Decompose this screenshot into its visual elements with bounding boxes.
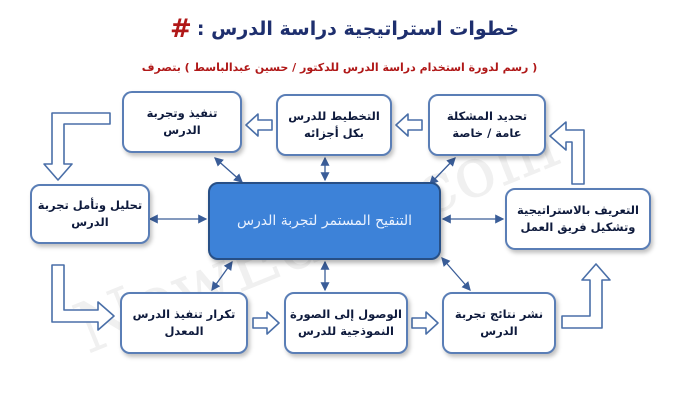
step-implement-lesson: تنفيذ وتجربة الدرس [122,91,242,153]
flow-arrow-implement-to-analyze [43,112,111,181]
center-continuous-refinement: التنقيح المستمر لتجربة الدرس [208,182,441,260]
step-introduce-strategy: التعريف بالاستراتيجية وتشكيل فريق العمل [505,188,651,250]
flow-arrow-planning-to-implement [245,113,273,137]
connector-publish-center [441,257,471,291]
page-subtitle: ( رسم لدورة استخدام دراسة الدرس للدكتور … [141,61,538,74]
hash-mark: # [170,14,192,44]
page-title: خطوات استراتيجية دراسة الدرس : [196,18,519,40]
step-publish-results: نشر نتائج تجربة الدرس [442,292,556,354]
flow-arrow-publish-to-introduce [561,263,611,329]
flow-arrow-repeat-to-model [252,311,280,335]
flow-arrow-analyze-to-repeat [51,264,115,331]
connector-implement-center [214,157,243,183]
step-identify-problem: تحديد المشكلة عامة / خاصة [428,94,546,156]
flow-arrow-introduce-to-identify [549,121,585,185]
step-analyze-reflect: تحليل وتأمل تجربة الدرس [30,184,150,244]
step-repeat-modified: تكرار تنفيذ الدرس المعدل [120,292,248,354]
step-model-lesson: الوصول إلى الصورة النموذجية للدرس [284,292,408,354]
connector-repeat-center [211,260,233,292]
step-lesson-planning: التخطيط للدرس بكل أجزائه [276,94,392,156]
flow-arrow-identify-to-planning [395,113,423,137]
header: خطوات استراتيجية دراسة الدرس : # [0,14,679,44]
connector-identify-center [429,157,456,185]
flow-arrow-model-to-publish [411,311,439,335]
